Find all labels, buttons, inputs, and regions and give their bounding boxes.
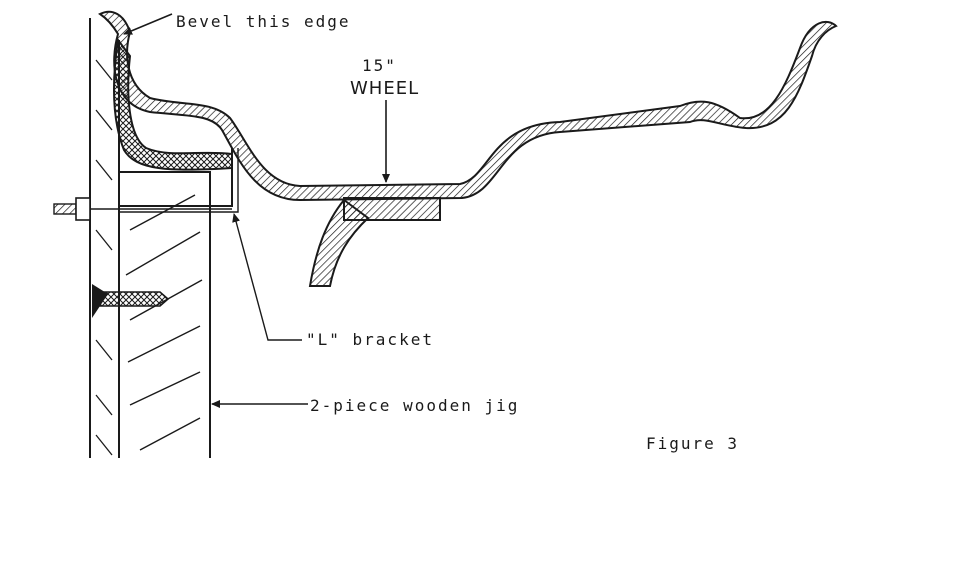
bevel-leader	[123, 13, 173, 35]
l-bracket	[118, 148, 239, 213]
wheel-rim-profile	[98, 10, 838, 202]
figure-caption: Figure 3	[646, 434, 740, 453]
bevel-edge-label: Bevel this edge	[176, 12, 351, 31]
wood-screw	[92, 284, 170, 318]
wheel-label: WHEEL	[350, 78, 420, 99]
l-bracket-label: "L" bracket	[306, 330, 434, 349]
wheel-hub	[308, 197, 441, 287]
wooden-jig-label: 2-piece wooden jig	[310, 396, 520, 415]
bracket-leader	[232, 213, 302, 341]
wooden-jig-block	[119, 171, 211, 458]
wheel-size-label: 15"	[362, 56, 397, 75]
mounting-bolt	[53, 197, 232, 221]
